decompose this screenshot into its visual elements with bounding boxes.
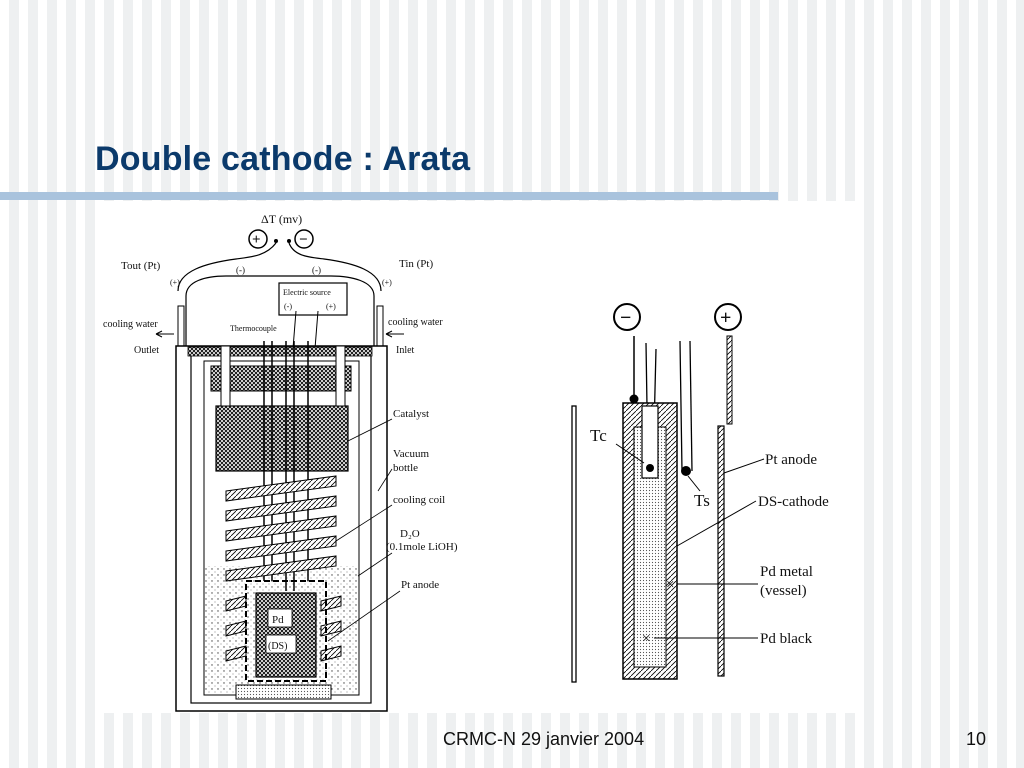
figure-panel: ΔT (mv) + − Tout (Pt) Tin (Pt) (+) (-) (… — [96, 201, 859, 713]
minus-terminal-label: − — [620, 307, 631, 329]
page-number: 10 — [966, 729, 987, 749]
leader-line — [377, 468, 393, 492]
flow-arrow — [155, 330, 163, 338]
lioh-label: (0.1mole LiOH) — [386, 541, 458, 553]
base-plate — [235, 684, 332, 700]
tc-sensor-dot — [646, 464, 654, 472]
wire — [185, 275, 375, 351]
polarity-label: (-) — [236, 265, 245, 275]
inlet-pipe — [376, 305, 384, 352]
plus-terminal-label: + — [720, 307, 731, 329]
delta-t-label: ΔT (mv) — [261, 212, 302, 226]
electric-source-box — [278, 282, 348, 316]
ts-sensor-dot — [681, 466, 691, 476]
es-plus-label: (+) — [326, 302, 336, 311]
wire — [177, 242, 277, 292]
leader-line — [347, 418, 393, 442]
cooling-water-right-label: cooling water — [388, 317, 443, 328]
vacuum-label: Vacuum — [393, 448, 429, 460]
minus-terminal-icon — [613, 303, 641, 331]
flow-arrow — [385, 330, 393, 338]
contact-dot — [629, 394, 639, 404]
slide-title: Double cathode : Arata — [95, 140, 471, 178]
pt-anode-left-label: Pt anode — [401, 579, 439, 591]
es-minus-label: (-) — [284, 302, 292, 311]
minus-terminal-label: − — [299, 232, 308, 248]
inlet-label: Inlet — [396, 345, 415, 356]
pd-label: Pd — [272, 614, 284, 626]
cooling-coil-label: cooling coil — [393, 494, 445, 506]
outlet-pipe — [177, 305, 185, 352]
right-cathode-diagram: − + Tc Ts Pt anode DS-cathode × Pd metal — [571, 303, 829, 683]
pd-label-box — [267, 608, 293, 628]
cooling-water-left-label: cooling water — [103, 319, 158, 330]
plus-terminal-label: + — [252, 232, 261, 248]
pt-anode-cage — [245, 580, 327, 682]
diagram-svg: ΔT (mv) + − Tout (Pt) Tin (Pt) (+) (-) (… — [103, 212, 829, 712]
leader-line — [615, 443, 645, 464]
catalyst-label: Catalyst — [393, 408, 429, 420]
pd-metal-label: Pd metal — [760, 564, 813, 580]
terminal-dot — [287, 239, 291, 243]
pd-metal-cross: × — [666, 577, 674, 593]
anode-lead — [726, 335, 733, 425]
wire — [689, 340, 693, 472]
leader-line — [723, 458, 765, 474]
polarity-label: (-) — [312, 265, 321, 275]
tout-label: Tout (Pt) — [121, 260, 161, 272]
terminal-dot — [274, 239, 278, 243]
bottle-label: bottle — [393, 462, 418, 474]
ds-label-box — [265, 634, 297, 654]
pt-anode — [717, 425, 725, 677]
ds-label: (DS) — [268, 641, 287, 652]
cooling-coil — [225, 475, 342, 662]
leader-line — [327, 590, 401, 642]
minus-terminal-icon — [294, 229, 314, 249]
leader-line — [357, 552, 393, 577]
plus-terminal-icon — [714, 303, 742, 331]
left-cell-diagram: ΔT (mv) + − Tout (Pt) Tin (Pt) (+) (-) (… — [103, 212, 458, 712]
electric-source-label: Electric source — [283, 288, 331, 297]
tube — [220, 345, 231, 407]
pd-black-cross: × — [642, 631, 650, 647]
wire — [288, 242, 382, 292]
outlet-label: Outlet — [134, 345, 159, 356]
leader-line — [676, 500, 757, 547]
pd-black-label: Pd black — [760, 631, 813, 647]
title-underline — [0, 192, 778, 200]
thermocouple-label: Thermocouple — [230, 324, 277, 333]
leader-line — [687, 475, 701, 492]
tc-well — [641, 405, 659, 479]
d2o-label: D₂O — [400, 528, 420, 540]
vessel-wall — [571, 405, 577, 683]
tin-label: Tin (Pt) — [399, 258, 433, 270]
wire — [679, 340, 689, 475]
polarity-label: (+) — [170, 278, 180, 287]
leader-line — [335, 504, 393, 542]
polarity-label: (+) — [382, 278, 392, 287]
pt-anode-right-label: Pt anode — [765, 452, 817, 468]
lid — [187, 346, 373, 357]
tc-label: Tc — [590, 426, 607, 445]
plus-terminal-icon — [248, 229, 268, 249]
ds-cathode-label: DS-cathode — [758, 494, 829, 510]
tube — [335, 345, 346, 407]
catalyst-block — [215, 405, 349, 472]
ts-label: Ts — [694, 491, 710, 510]
stopper — [210, 365, 352, 392]
vessel-label: (vessel) — [760, 583, 807, 599]
footer-text: CRMC-N 29 janvier 2004 — [443, 729, 645, 749]
